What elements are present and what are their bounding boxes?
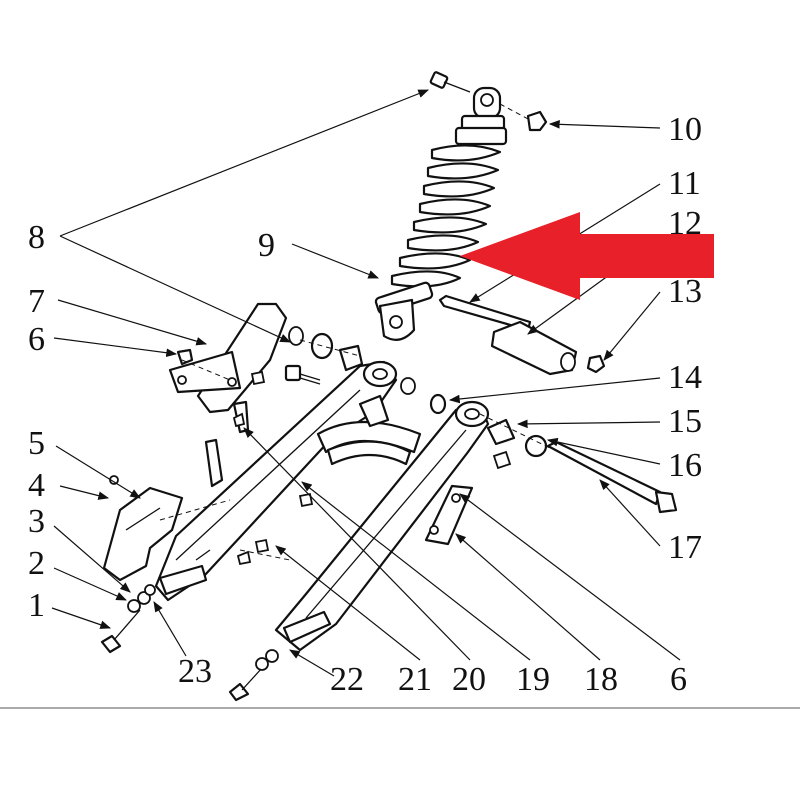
callout-6-right: 6 bbox=[670, 661, 687, 698]
pivot-spacers-right bbox=[400, 377, 548, 458]
shock-upper-nut bbox=[526, 110, 548, 132]
callout-23: 23 bbox=[178, 653, 212, 690]
shock-lower-nut bbox=[586, 354, 606, 374]
callout-15: 15 bbox=[668, 403, 702, 440]
callout-1: 1 bbox=[28, 587, 45, 624]
callout-2: 2 bbox=[28, 545, 45, 582]
shock-upper-bolt bbox=[429, 71, 471, 93]
callout-19: 19 bbox=[516, 661, 550, 698]
callout-3: 3 bbox=[28, 503, 45, 540]
callout-14: 14 bbox=[668, 359, 702, 396]
bracket-bolt bbox=[176, 348, 194, 366]
callout-7: 7 bbox=[28, 283, 45, 320]
callout-12: 12 bbox=[668, 205, 702, 242]
shock-spring bbox=[390, 144, 502, 288]
callout-11: 11 bbox=[668, 165, 701, 202]
chain-guard-bracket bbox=[168, 302, 288, 414]
axle-bolt-right bbox=[228, 649, 279, 702]
callout-8: 8 bbox=[28, 219, 45, 256]
callout-10: 10 bbox=[668, 111, 702, 148]
highlight-arrow bbox=[460, 212, 714, 300]
callout-4: 4 bbox=[28, 467, 45, 504]
small-fasteners bbox=[232, 370, 512, 566]
leader-lines bbox=[51, 89, 681, 677]
callout-18: 18 bbox=[584, 661, 618, 698]
callout-16: 16 bbox=[668, 447, 702, 484]
callout-9: 9 bbox=[258, 227, 275, 264]
bracket-mount-bolt bbox=[284, 364, 321, 385]
callout-20: 20 bbox=[452, 661, 486, 698]
callout-numbers: 8 9 10 11 12 13 7 6 14 15 16 5 4 3 17 2 … bbox=[28, 111, 702, 698]
rear-shock-absorber bbox=[374, 86, 508, 341]
callout-5: 5 bbox=[28, 425, 45, 462]
callout-21: 21 bbox=[398, 661, 432, 698]
callout-22: 22 bbox=[330, 661, 364, 698]
swingarm-pivot-bolt bbox=[546, 440, 678, 514]
axle-bolt-left bbox=[100, 584, 156, 654]
callout-13: 13 bbox=[668, 273, 702, 310]
pivot-bushings-left bbox=[288, 326, 364, 372]
chain-adjuster-plate bbox=[102, 475, 184, 582]
shock-lower-sleeve bbox=[490, 320, 578, 376]
callout-6-left: 6 bbox=[28, 321, 45, 358]
callout-17: 17 bbox=[668, 529, 702, 566]
